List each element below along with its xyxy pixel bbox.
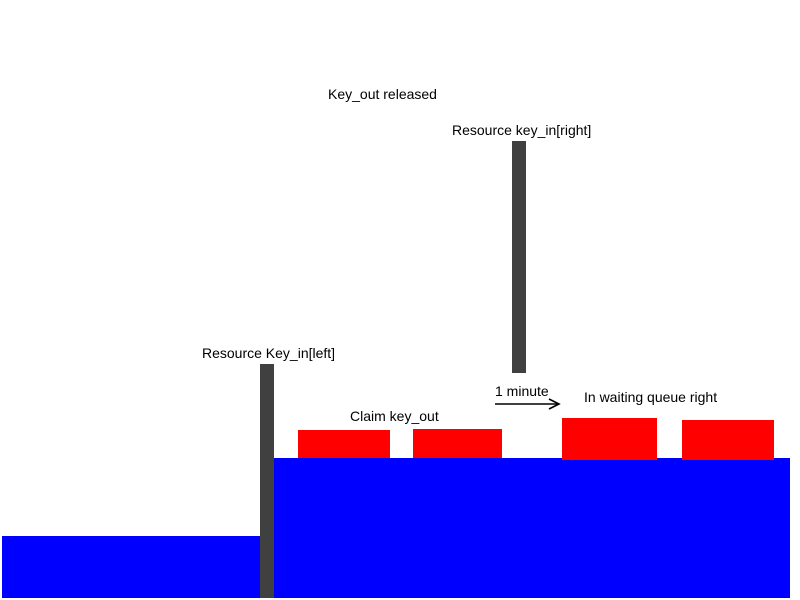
pole-right <box>512 141 526 373</box>
ground-low-left <box>2 536 266 598</box>
label-resource-key-in-left: Resource Key_in[left] <box>202 345 336 361</box>
label-in-waiting-queue-right: In waiting queue right <box>584 389 718 405</box>
block-queue-2 <box>682 420 774 460</box>
arrow-right-icon <box>495 398 561 410</box>
label-one-minute: 1 minute <box>495 383 549 399</box>
ground-high-right <box>266 458 790 598</box>
block-claim-2 <box>413 429 502 458</box>
label-claim-key-out: Claim key_out <box>350 408 439 424</box>
pole-left <box>260 364 274 598</box>
block-claim-1 <box>298 430 390 458</box>
block-queue-1 <box>562 418 657 460</box>
label-resource-key-in-right: Resource key_in[right] <box>452 122 592 138</box>
label-key-out-released: Key_out released <box>328 86 437 102</box>
